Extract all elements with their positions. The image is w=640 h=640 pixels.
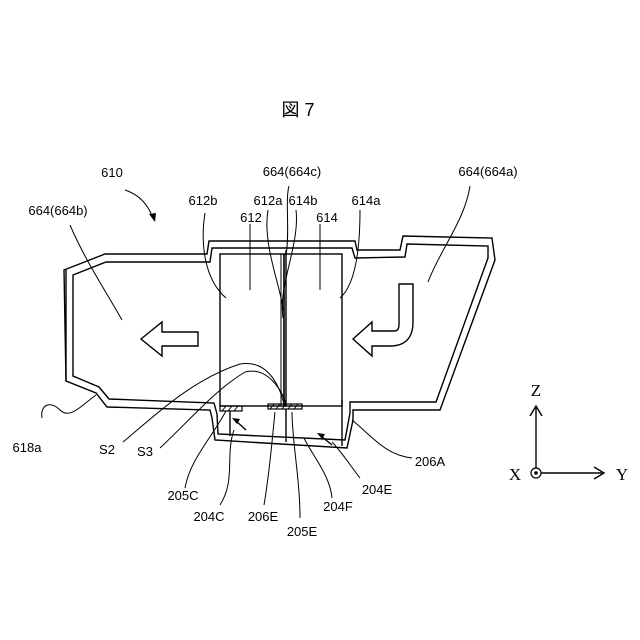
airflow-arrow-curved (353, 284, 413, 356)
leader-205E (292, 412, 300, 518)
hatch-205C (222, 406, 238, 411)
label-664c: 664(664c) (263, 164, 322, 179)
label-204F: 204F (323, 499, 353, 514)
label-618a: 618a (13, 440, 43, 455)
label-S3: S3 (137, 444, 153, 459)
label-204C: 204C (193, 509, 224, 524)
label-612b: 612b (189, 193, 218, 208)
label-664b: 664(664b) (28, 203, 87, 218)
label-S2: S2 (99, 442, 115, 457)
label-206E: 206E (248, 509, 279, 524)
duct-housing-outer (64, 236, 495, 448)
figure-title: 図 7 (281, 100, 314, 120)
leader-618a (42, 395, 96, 418)
module-614 (284, 254, 342, 406)
leader-614a (340, 210, 360, 298)
x-axis-dot-icon (534, 471, 538, 475)
label-612: 612 (240, 210, 262, 225)
leader-612b (203, 213, 226, 298)
label-205C: 205C (167, 488, 198, 503)
axis-label-y: Y (616, 465, 628, 484)
label-205E: 205E (287, 524, 318, 539)
label-612a: 612a (254, 193, 284, 208)
leader-206A (352, 420, 412, 458)
leader-206E (264, 412, 275, 505)
coordinate-axes: Z X Y (509, 381, 628, 484)
leader-610 (125, 190, 153, 218)
label-610: 610 (101, 165, 123, 180)
leader-205C (185, 411, 226, 488)
label-664a: 664(664a) (458, 164, 517, 179)
axis-label-z: Z (531, 381, 541, 400)
leader-664a (428, 186, 470, 282)
label-614a: 614a (352, 193, 382, 208)
label-614b: 614b (289, 193, 318, 208)
axis-label-x: X (509, 465, 521, 484)
label-614: 614 (316, 210, 338, 225)
leader-610-head (149, 213, 156, 222)
label-206A: 206A (415, 454, 446, 469)
airflow-arrow-left (141, 322, 198, 356)
label-204E: 204E (362, 482, 393, 497)
